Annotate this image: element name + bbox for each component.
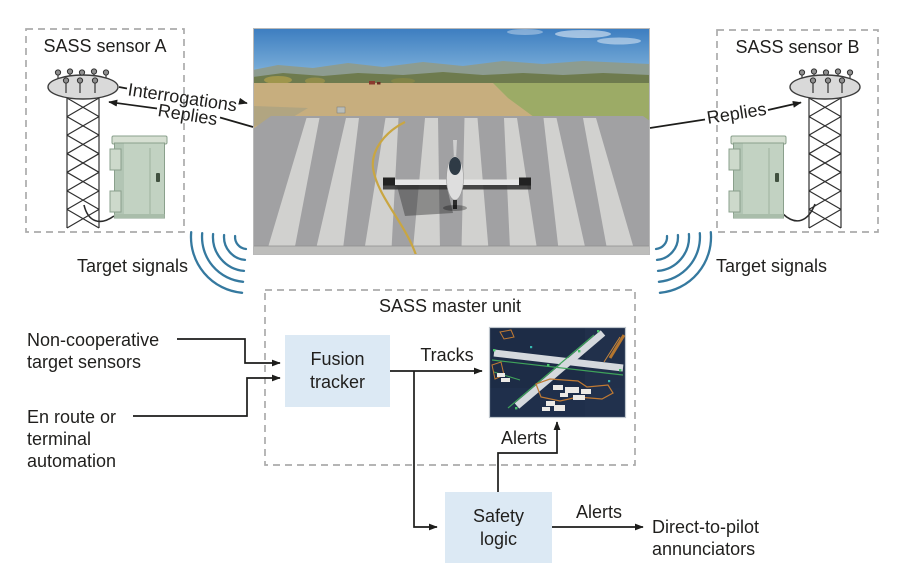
- aircraft-icon: [383, 140, 531, 216]
- tracks-label: Tracks: [420, 345, 474, 365]
- sensor-b-title: SASS sensor B: [735, 37, 860, 57]
- taxiway-yellow-line: [371, 121, 418, 255]
- sensor-a-title: SASS sensor A: [43, 36, 167, 56]
- runway-threshold-stripes: [267, 118, 634, 249]
- runway-photo: [253, 28, 650, 255]
- airport-display: [488, 326, 627, 419]
- sensor-a-box: [25, 28, 185, 233]
- target-signals-right-label: Target signals: [716, 256, 828, 276]
- direct-to-pilot-label: Direct-to-pilot annunciators: [652, 517, 760, 559]
- target-signals-left-arcs-icon: [189, 230, 248, 294]
- sensor-b-box: [716, 29, 879, 233]
- sensor-a-antenna-tower-icon: [47, 68, 168, 229]
- alerts-output-label: Alerts: [575, 502, 622, 522]
- target-signals-left-label: Target signals: [76, 256, 188, 276]
- alerts-display-label: Alerts: [500, 428, 547, 448]
- target-signals-right-arcs-icon: [654, 230, 713, 294]
- fusion-tracker-box: Fusion tracker: [285, 335, 390, 407]
- sensor-b-antenna-tower-icon: [728, 68, 861, 229]
- safety-logic-box: Safety logic: [445, 492, 552, 563]
- connector-arrows: [108, 86, 802, 531]
- equipment-cabinet-b-icon: [728, 135, 787, 219]
- master-unit-title: SASS master unit: [378, 296, 522, 316]
- equipment-cabinet-a-icon: [109, 135, 168, 219]
- en-route-label: En route or terminal automation: [27, 407, 117, 471]
- non-cooperative-label: Non-cooperative target sensors: [27, 330, 160, 372]
